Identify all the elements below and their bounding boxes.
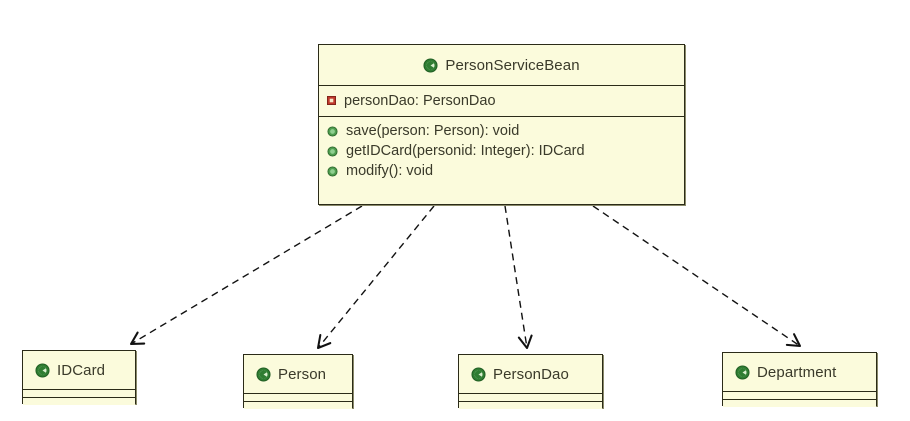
class-header-personservicebean: PersonServiceBean bbox=[319, 45, 684, 85]
operations-compartment bbox=[244, 402, 352, 409]
attributes-divider bbox=[244, 401, 352, 402]
header-divider bbox=[723, 391, 876, 392]
header-divider bbox=[244, 393, 352, 394]
operation-label: getIDCard(personid: Integer): IDCard bbox=[346, 143, 585, 159]
operation-row[interactable]: save(person: Person): void bbox=[319, 121, 684, 141]
class-name-personservicebean: PersonServiceBean bbox=[445, 56, 580, 74]
class-header-idcard: IDCard bbox=[23, 351, 135, 389]
class-name-department: Department bbox=[757, 363, 837, 381]
operation-row[interactable]: getIDCard(personid: Integer): IDCard bbox=[319, 141, 684, 161]
operations-compartment bbox=[23, 398, 135, 405]
class-icon bbox=[471, 366, 486, 382]
class-icon bbox=[423, 57, 438, 73]
header-divider bbox=[459, 393, 602, 394]
operation-label: modify(): void bbox=[346, 163, 434, 179]
attributes-compartment: personDao: PersonDao bbox=[319, 86, 684, 116]
attribute-row[interactable]: personDao: PersonDao bbox=[319, 91, 502, 111]
class-name-idcard: IDCard bbox=[57, 361, 106, 379]
attributes-divider bbox=[23, 397, 135, 398]
operations-compartment: save(person: Person): void getIDCard(per… bbox=[319, 117, 684, 185]
attribute-label: personDao: PersonDao bbox=[344, 92, 496, 109]
class-box-department[interactable]: Department bbox=[722, 352, 877, 407]
class-icon bbox=[35, 362, 50, 378]
attributes-divider bbox=[459, 401, 602, 402]
operation-label: save(person: Person): void bbox=[346, 123, 520, 139]
class-header-department: Department bbox=[723, 353, 876, 391]
class-box-person[interactable]: Person bbox=[243, 354, 353, 409]
attributes-compartment bbox=[23, 390, 135, 397]
class-box-persondao[interactable]: PersonDao bbox=[458, 354, 603, 409]
header-divider bbox=[319, 85, 684, 86]
operations-compartment bbox=[723, 400, 876, 407]
class-icon bbox=[256, 366, 271, 382]
public-method-icon bbox=[327, 125, 338, 137]
edge-to-idcard bbox=[129, 205, 363, 346]
attributes-compartment bbox=[459, 394, 602, 401]
attributes-compartment bbox=[723, 392, 876, 399]
class-icon bbox=[735, 364, 750, 380]
public-method-icon bbox=[327, 145, 338, 157]
private-field-icon bbox=[327, 96, 336, 105]
edge-to-persondao bbox=[504, 205, 533, 350]
edge-to-department bbox=[592, 205, 802, 348]
operations-compartment bbox=[459, 402, 602, 409]
class-box-personservicebean[interactable]: PersonServiceBean personDao: PersonDao bbox=[318, 44, 685, 205]
operation-row[interactable]: modify(): void bbox=[319, 161, 684, 181]
public-method-icon bbox=[327, 165, 338, 177]
attributes-compartment bbox=[244, 394, 352, 401]
class-header-persondao: PersonDao bbox=[459, 355, 602, 393]
class-name-persondao: PersonDao bbox=[493, 365, 569, 383]
class-box-idcard[interactable]: IDCard bbox=[22, 350, 136, 405]
class-header-person: Person bbox=[244, 355, 352, 393]
attributes-divider bbox=[319, 116, 684, 117]
edge-to-person bbox=[316, 205, 435, 350]
header-divider bbox=[23, 389, 135, 390]
attributes-divider bbox=[723, 399, 876, 400]
class-name-person: Person bbox=[278, 365, 327, 383]
